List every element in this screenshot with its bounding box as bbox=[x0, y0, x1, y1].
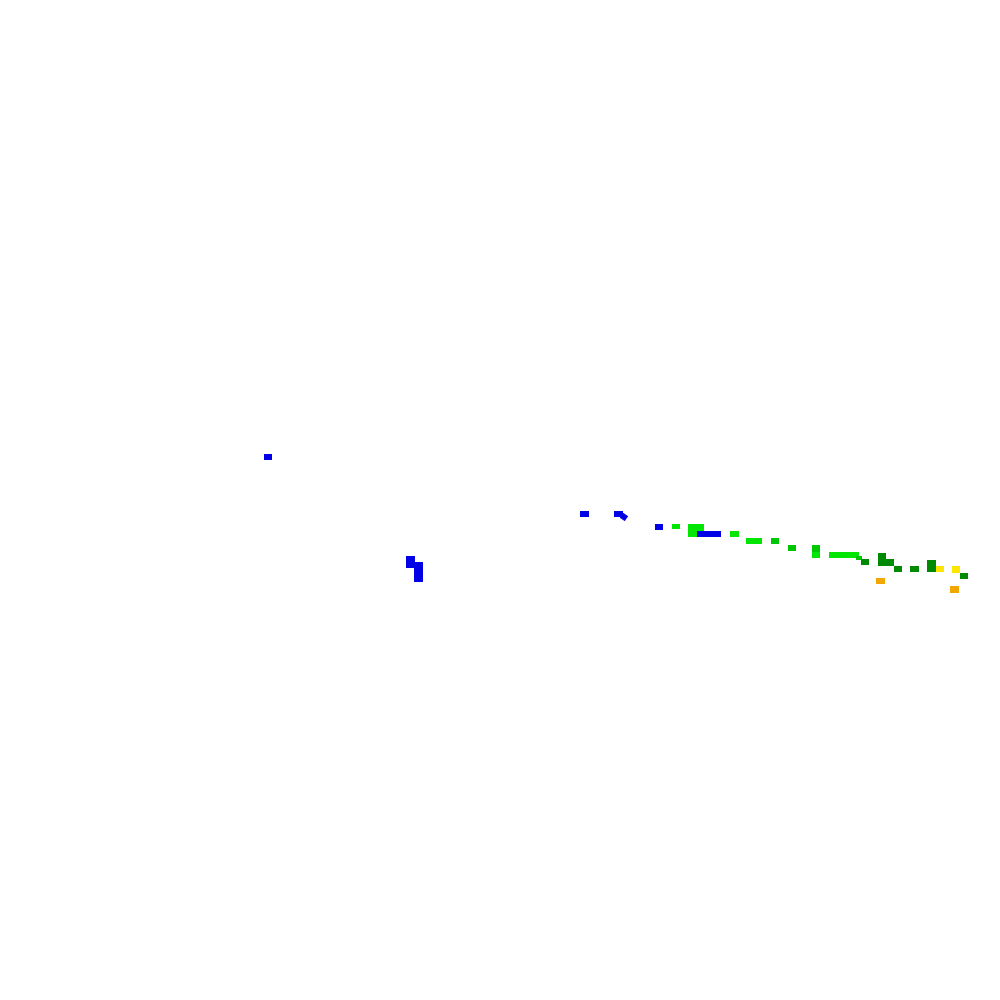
green-blob bbox=[746, 538, 762, 544]
green-blob bbox=[730, 531, 739, 537]
green-blob bbox=[829, 552, 859, 558]
blue-blob bbox=[264, 454, 272, 460]
blue-blob bbox=[697, 531, 721, 537]
dark-green-blob bbox=[960, 573, 968, 579]
dark-green-blob bbox=[861, 559, 869, 565]
green-blob bbox=[856, 556, 862, 560]
green-blob bbox=[771, 538, 779, 544]
green-blob bbox=[812, 552, 820, 558]
yellow-blob bbox=[952, 566, 960, 573]
green-blob bbox=[688, 524, 704, 531]
green-blob bbox=[688, 531, 697, 537]
blue-blob bbox=[406, 556, 415, 568]
blue-blob bbox=[414, 562, 423, 582]
dark-green-blob bbox=[910, 566, 919, 572]
blue-blob bbox=[619, 512, 629, 522]
dark-green-blob bbox=[878, 553, 886, 560]
dark-green-blob bbox=[878, 559, 894, 566]
green-blob bbox=[788, 545, 796, 551]
green-blob bbox=[672, 524, 680, 529]
blue-blob bbox=[614, 511, 623, 517]
dark-green-blob bbox=[927, 560, 936, 572]
green-blob bbox=[812, 545, 820, 552]
blue-blob bbox=[655, 524, 663, 530]
orange-blob bbox=[876, 578, 885, 584]
orange-blob bbox=[950, 586, 959, 593]
blue-blob bbox=[580, 511, 589, 517]
dark-green-blob bbox=[894, 566, 902, 572]
yellow-blob bbox=[936, 566, 944, 572]
